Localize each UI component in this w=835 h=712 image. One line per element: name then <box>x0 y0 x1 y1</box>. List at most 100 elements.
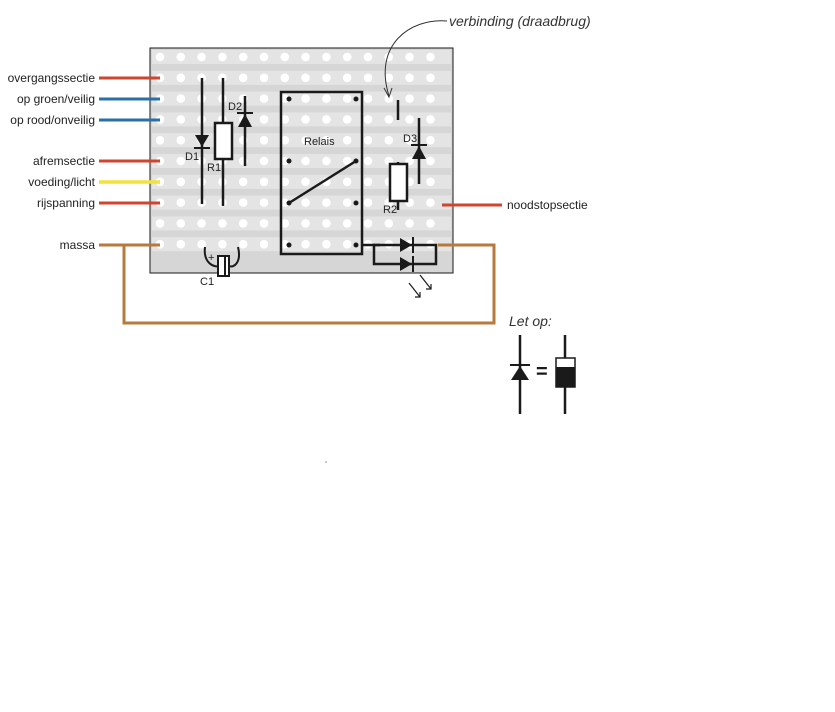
board-hole <box>238 198 248 207</box>
board-hole <box>176 219 186 228</box>
diode-symbol-icon <box>511 366 529 380</box>
board-hole <box>301 198 310 207</box>
board-hole <box>280 94 290 103</box>
board-hole <box>322 115 331 124</box>
board-hole <box>218 73 227 83</box>
board-hole <box>259 239 269 249</box>
board-hole <box>363 94 373 103</box>
board-hole <box>176 52 186 62</box>
board-hole <box>259 177 269 187</box>
board-hole <box>197 52 206 62</box>
board-hole <box>176 177 186 187</box>
board-hole <box>280 52 290 62</box>
board-hole <box>238 52 248 62</box>
board-hole <box>259 94 269 103</box>
board-hole <box>176 198 186 207</box>
resistor-r1 <box>213 121 234 161</box>
board-hole <box>301 115 310 124</box>
board-hole <box>301 156 310 166</box>
board-hole <box>426 52 435 62</box>
board-hole <box>301 94 310 103</box>
label-overgangssectie: overgangssectie <box>8 71 96 85</box>
label-c1: C1 <box>200 276 214 288</box>
board-hole <box>238 177 248 187</box>
board-hole <box>322 239 331 249</box>
board-hole <box>426 156 435 166</box>
board-hole <box>259 198 269 207</box>
board-hole <box>259 135 269 145</box>
board-hole <box>301 239 310 249</box>
board-hole <box>238 73 248 83</box>
board-hole <box>280 115 290 124</box>
relais-contact <box>288 159 357 205</box>
board-hole <box>155 219 165 228</box>
board-hole <box>322 219 331 228</box>
components: D1 R1 D2 Relais D3 R2 <box>185 78 438 298</box>
board-hole <box>322 52 331 62</box>
board-hole <box>405 135 414 145</box>
label-afremsectie: afremsectie <box>33 154 95 168</box>
resistor-r2 <box>388 162 409 203</box>
board-hole <box>155 52 165 62</box>
diode-d1 <box>195 135 209 147</box>
board-hole <box>384 73 394 83</box>
board-hole <box>197 73 206 83</box>
board-hole <box>342 219 352 228</box>
board-hole <box>197 239 206 249</box>
board-hole <box>176 239 186 249</box>
diode-d3 <box>412 146 426 159</box>
board-hole <box>280 219 290 228</box>
board-hole <box>405 94 414 103</box>
relais <box>279 90 364 256</box>
board-hole <box>342 52 352 62</box>
board-hole <box>322 73 331 83</box>
board-hole <box>342 115 352 124</box>
led-2 <box>400 257 412 271</box>
label-voeding: voeding/licht <box>28 175 95 189</box>
bridge-arrow <box>384 20 448 97</box>
board-hole <box>363 198 373 207</box>
board-hole <box>280 73 290 83</box>
board-hole <box>259 156 269 166</box>
label-c1-plus: + <box>208 252 214 264</box>
stray-dot <box>325 461 327 463</box>
board-hole <box>405 52 414 62</box>
board-hole <box>301 73 310 83</box>
diode-d2 <box>238 114 252 127</box>
bridge-annotation: verbinding (draadbrug) <box>383 13 591 99</box>
board-hole <box>342 177 352 187</box>
board-hole <box>155 135 165 145</box>
board-hole <box>426 115 435 124</box>
board-hole <box>405 73 414 83</box>
bridge-note: verbinding (draadbrug) <box>449 13 591 29</box>
wire-massa <box>99 243 496 325</box>
label-massa: massa <box>60 238 96 252</box>
board-hole <box>218 52 227 62</box>
board-hole <box>280 198 290 207</box>
board-hole <box>197 219 206 228</box>
label-r1: R1 <box>207 162 221 174</box>
board-hole <box>342 94 352 103</box>
label-op-groen: op groen/veilig <box>17 92 95 106</box>
label-rijspanning: rijspanning <box>37 196 95 210</box>
label-op-rood: op rood/onveilig <box>10 113 95 127</box>
wire-labels: overgangssectie op groen/veilig op rood/… <box>8 71 588 252</box>
board-hole <box>322 156 331 166</box>
board-hole <box>259 115 269 124</box>
board-hole <box>176 115 186 124</box>
label-relais: Relais <box>304 136 335 148</box>
board-hole <box>363 156 373 166</box>
board-hole <box>426 73 435 83</box>
bridge-arrowhead <box>383 87 393 99</box>
board-hole <box>405 115 414 124</box>
board-hole <box>238 219 248 228</box>
board-hole <box>280 135 290 145</box>
board-hole <box>322 94 331 103</box>
board-hole <box>405 219 414 228</box>
board-hole <box>301 219 310 228</box>
board-hole <box>363 135 373 145</box>
board-hole <box>426 198 435 207</box>
note-equals: = <box>536 361 548 383</box>
board-hole <box>259 52 269 62</box>
